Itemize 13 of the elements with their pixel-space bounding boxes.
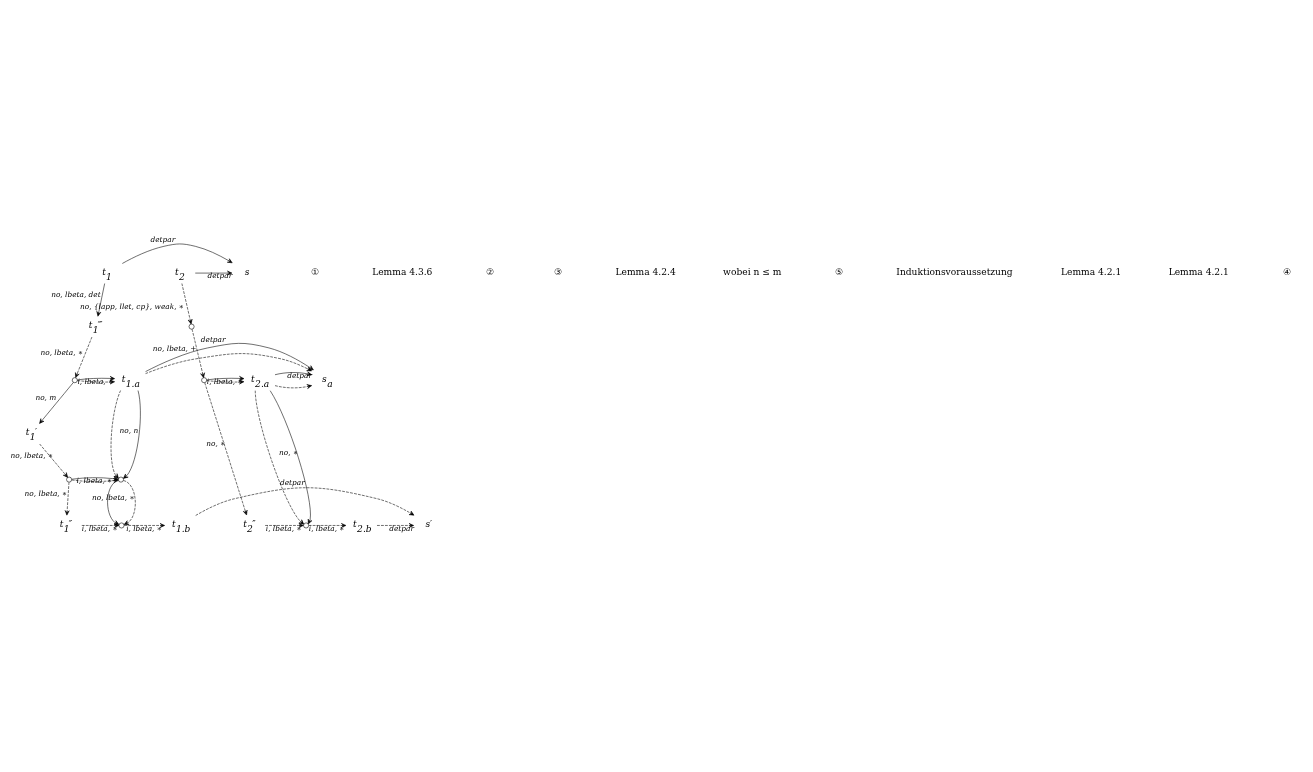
node-text: s′ xyxy=(425,519,433,530)
label: ④ xyxy=(1282,267,1291,278)
label: ⑤ xyxy=(834,267,843,278)
label: Lemma 4.3.6 xyxy=(372,267,433,278)
label: Lemma 4.2.1 xyxy=(1168,267,1229,278)
label: ① xyxy=(310,267,319,278)
label: Induktionsvoraussetzung xyxy=(896,267,1013,278)
label: ③ xyxy=(553,267,562,278)
node-text: s xyxy=(244,266,250,277)
label: ② xyxy=(486,267,495,278)
label: Lemma 4.2.1 xyxy=(1060,267,1122,278)
label: Lemma 4.2.4 xyxy=(615,267,676,278)
label: wobei n ≤ m xyxy=(723,267,782,278)
